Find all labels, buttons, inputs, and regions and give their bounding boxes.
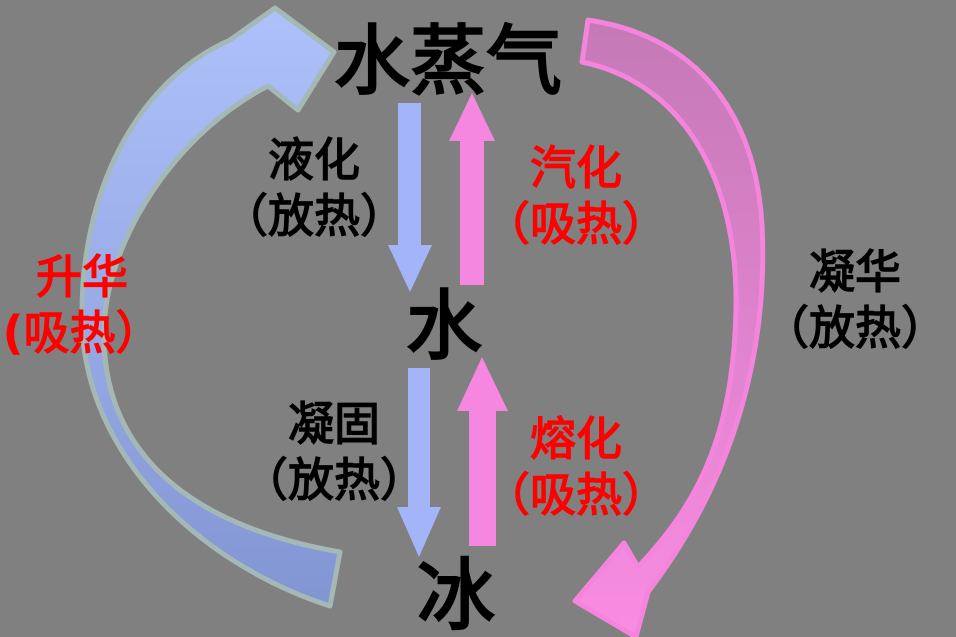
state-vapor-label: 水蒸气 bbox=[334, 16, 562, 106]
state-water-label: 水 bbox=[406, 281, 482, 371]
solidification-arrow bbox=[397, 368, 441, 557]
sublimation-heat: (吸热） bbox=[2, 306, 162, 360]
sublimation-name: 升华 bbox=[36, 249, 128, 304]
process-deposition-label: 凝华 （放热） bbox=[763, 244, 947, 356]
melting-name: 熔化 bbox=[530, 411, 622, 466]
liquefaction-heat: （放热） bbox=[222, 189, 406, 243]
deposition-name: 凝华 bbox=[809, 244, 901, 299]
process-vaporization-label: 汽化 （吸热） bbox=[484, 140, 668, 252]
process-melting-label: 熔化 （吸热） bbox=[484, 411, 668, 523]
deposition-heat: （放热） bbox=[763, 301, 947, 355]
sublimation-arc-arrow bbox=[79, 5, 343, 609]
solidification-name: 凝固 bbox=[288, 396, 380, 451]
vaporization-heat: （吸热） bbox=[484, 197, 668, 251]
melting-heat: （吸热） bbox=[484, 468, 668, 522]
process-liquefaction-label: 液化 （放热） bbox=[222, 132, 406, 244]
liquefaction-arrow bbox=[388, 103, 432, 292]
deposition-arc-arrow bbox=[572, 17, 766, 637]
vaporization-name: 汽化 bbox=[530, 140, 622, 195]
solidification-heat: （放热） bbox=[242, 453, 426, 507]
vaporization-arrow bbox=[449, 93, 495, 285]
process-sublimation-label: 升华 (吸热） bbox=[2, 249, 161, 361]
process-solidification-label: 凝固 （放热） bbox=[242, 396, 426, 508]
melting-arrow bbox=[457, 357, 508, 546]
state-ice-label: 冰 bbox=[416, 551, 496, 637]
liquefaction-name: 液化 bbox=[268, 132, 360, 187]
